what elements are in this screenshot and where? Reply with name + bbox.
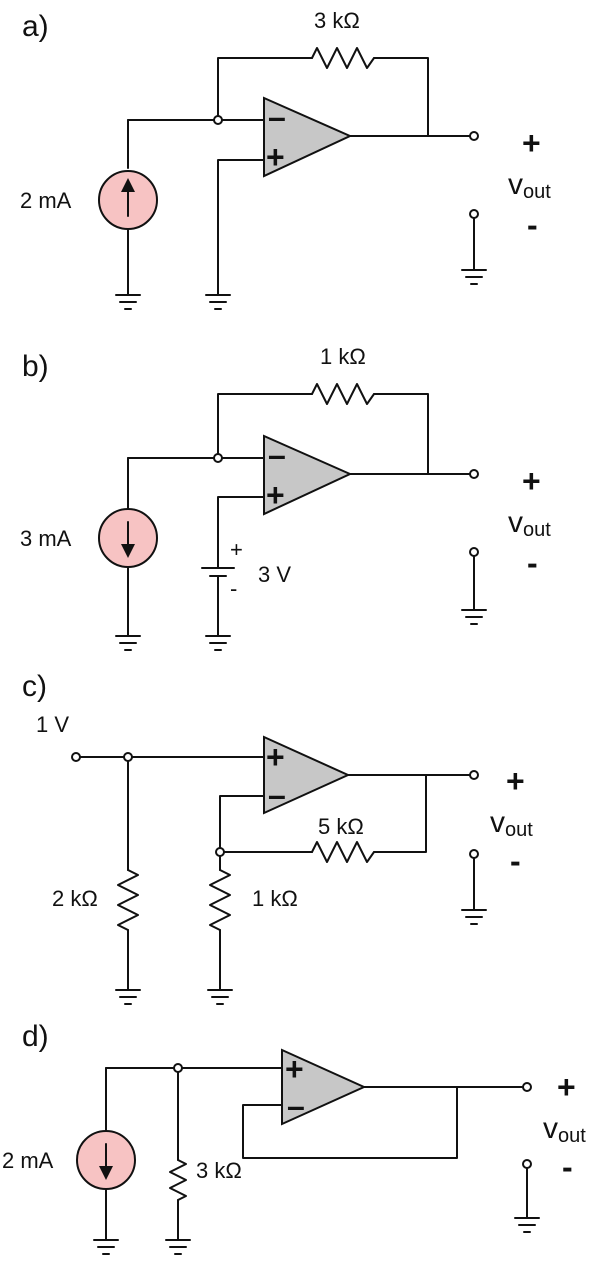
circuit-a-label: a) <box>22 10 49 43</box>
circuit-d-shunt-resistor-label: 3 kΩ <box>196 1158 242 1183</box>
arrow-down-icon <box>99 1166 113 1180</box>
circuit-a-output-minus: - <box>527 207 538 243</box>
ground-icon <box>205 294 231 310</box>
input-terminal[interactable] <box>71 752 81 762</box>
circuit-d-inverting-pin: – <box>287 1088 305 1124</box>
circuit-d-label: d) <box>22 1020 49 1053</box>
circuit-d-op-amp <box>281 1048 367 1126</box>
output-terminal-ground[interactable] <box>469 209 479 219</box>
output-terminal-ground[interactable] <box>522 1159 532 1169</box>
circuit-b-label: b) <box>22 350 49 383</box>
resistor-zigzag <box>117 869 139 931</box>
circuit-b-op-amp <box>263 434 353 516</box>
circuit-c-vout-label: vout <box>490 806 533 841</box>
ground-icon <box>115 294 141 310</box>
ground-icon <box>115 989 141 1005</box>
circuit-d-vout-label: vout <box>543 1112 586 1147</box>
circuit-a-inverting-pin: – <box>268 99 286 135</box>
junction-node <box>213 115 223 125</box>
arrow-down-icon <box>121 544 135 558</box>
circuit-a-op-amp <box>263 96 353 178</box>
circuit-c-op-amp <box>263 735 351 815</box>
resistor-zigzag <box>209 869 231 931</box>
circuit-d-output-minus: - <box>562 1149 573 1185</box>
circuit-a: a) 3 kΩ – + 2 mA + vout - <box>20 8 551 310</box>
output-terminal-ground[interactable] <box>469 547 479 557</box>
circuit-d-noninverting-pin: + <box>285 1051 304 1087</box>
circuit-b-battery-minus: - <box>230 576 237 601</box>
ground-icon <box>514 1217 540 1233</box>
junction-node <box>215 847 225 857</box>
resistor-zigzag <box>169 1159 187 1201</box>
output-terminal[interactable] <box>522 1082 532 1092</box>
circuit-b-battery-label: 3 V <box>258 562 291 587</box>
circuit-a-output-plus: + <box>522 125 541 161</box>
ground-icon <box>115 635 141 651</box>
circuit-d: d) 3 kΩ + – 2 mA + vout - <box>2 1020 586 1255</box>
resistor-zigzag <box>311 383 375 405</box>
circuit-c-feedback-resistor-label: 5 kΩ <box>318 814 364 839</box>
output-terminal[interactable] <box>469 131 479 141</box>
output-terminal[interactable] <box>469 770 479 780</box>
ground-icon <box>93 1239 119 1255</box>
circuit-c-output-minus: - <box>510 843 521 879</box>
circuit-b: b) + - 3 V 1 kΩ – + 3 mA <box>20 344 551 651</box>
ground-icon <box>205 635 231 651</box>
circuit-a-noninverting-pin: + <box>266 139 285 175</box>
circuit-d-output-plus: + <box>557 1069 576 1105</box>
ground-icon <box>461 609 487 625</box>
ground-icon <box>207 989 233 1005</box>
circuit-b-output-minus: - <box>527 545 538 581</box>
output-terminal[interactable] <box>469 469 479 479</box>
circuit-b-output-plus: + <box>522 463 541 499</box>
resistor-zigzag <box>311 841 375 863</box>
circuit-b-battery-plus: + <box>230 537 243 562</box>
circuit-a-feedback-resistor-label: 3 kΩ <box>314 8 360 33</box>
ground-icon <box>461 269 487 285</box>
resistor-zigzag <box>311 47 375 69</box>
circuit-a-source-label: 2 mA <box>20 188 72 213</box>
junction-node <box>123 752 133 762</box>
output-terminal-ground[interactable] <box>469 849 479 859</box>
junction-node <box>173 1063 183 1073</box>
circuit-c-input-voltage: 1 V <box>36 712 69 737</box>
circuit-c-left-resistor-label: 2 kΩ <box>52 886 98 911</box>
circuit-b-feedback-resistor-label: 1 kΩ <box>320 344 366 369</box>
circuit-c: c) 1 V 5 kΩ 2 kΩ 1 kΩ + – + vout - <box>22 670 533 1005</box>
circuit-b-noninverting-pin: + <box>266 477 285 513</box>
circuit-d-source-label: 2 mA <box>2 1148 54 1173</box>
circuit-c-noninverting-pin: + <box>266 739 285 775</box>
circuit-c-ground-resistor-label: 1 kΩ <box>252 886 298 911</box>
circuit-c-output-plus: + <box>506 763 525 799</box>
circuit-a-vout-label: vout <box>508 168 551 203</box>
circuit-b-source-label: 3 mA <box>20 526 72 551</box>
circuit-c-label: c) <box>22 670 47 703</box>
ground-icon <box>165 1239 191 1255</box>
junction-node <box>213 453 223 463</box>
arrow-up-icon <box>121 178 135 192</box>
circuit-b-vout-label: vout <box>508 506 551 541</box>
circuit-b-battery <box>201 567 235 584</box>
circuit-c-inverting-pin: – <box>268 777 286 813</box>
ground-icon <box>461 909 487 925</box>
circuit-b-inverting-pin: – <box>268 437 286 473</box>
